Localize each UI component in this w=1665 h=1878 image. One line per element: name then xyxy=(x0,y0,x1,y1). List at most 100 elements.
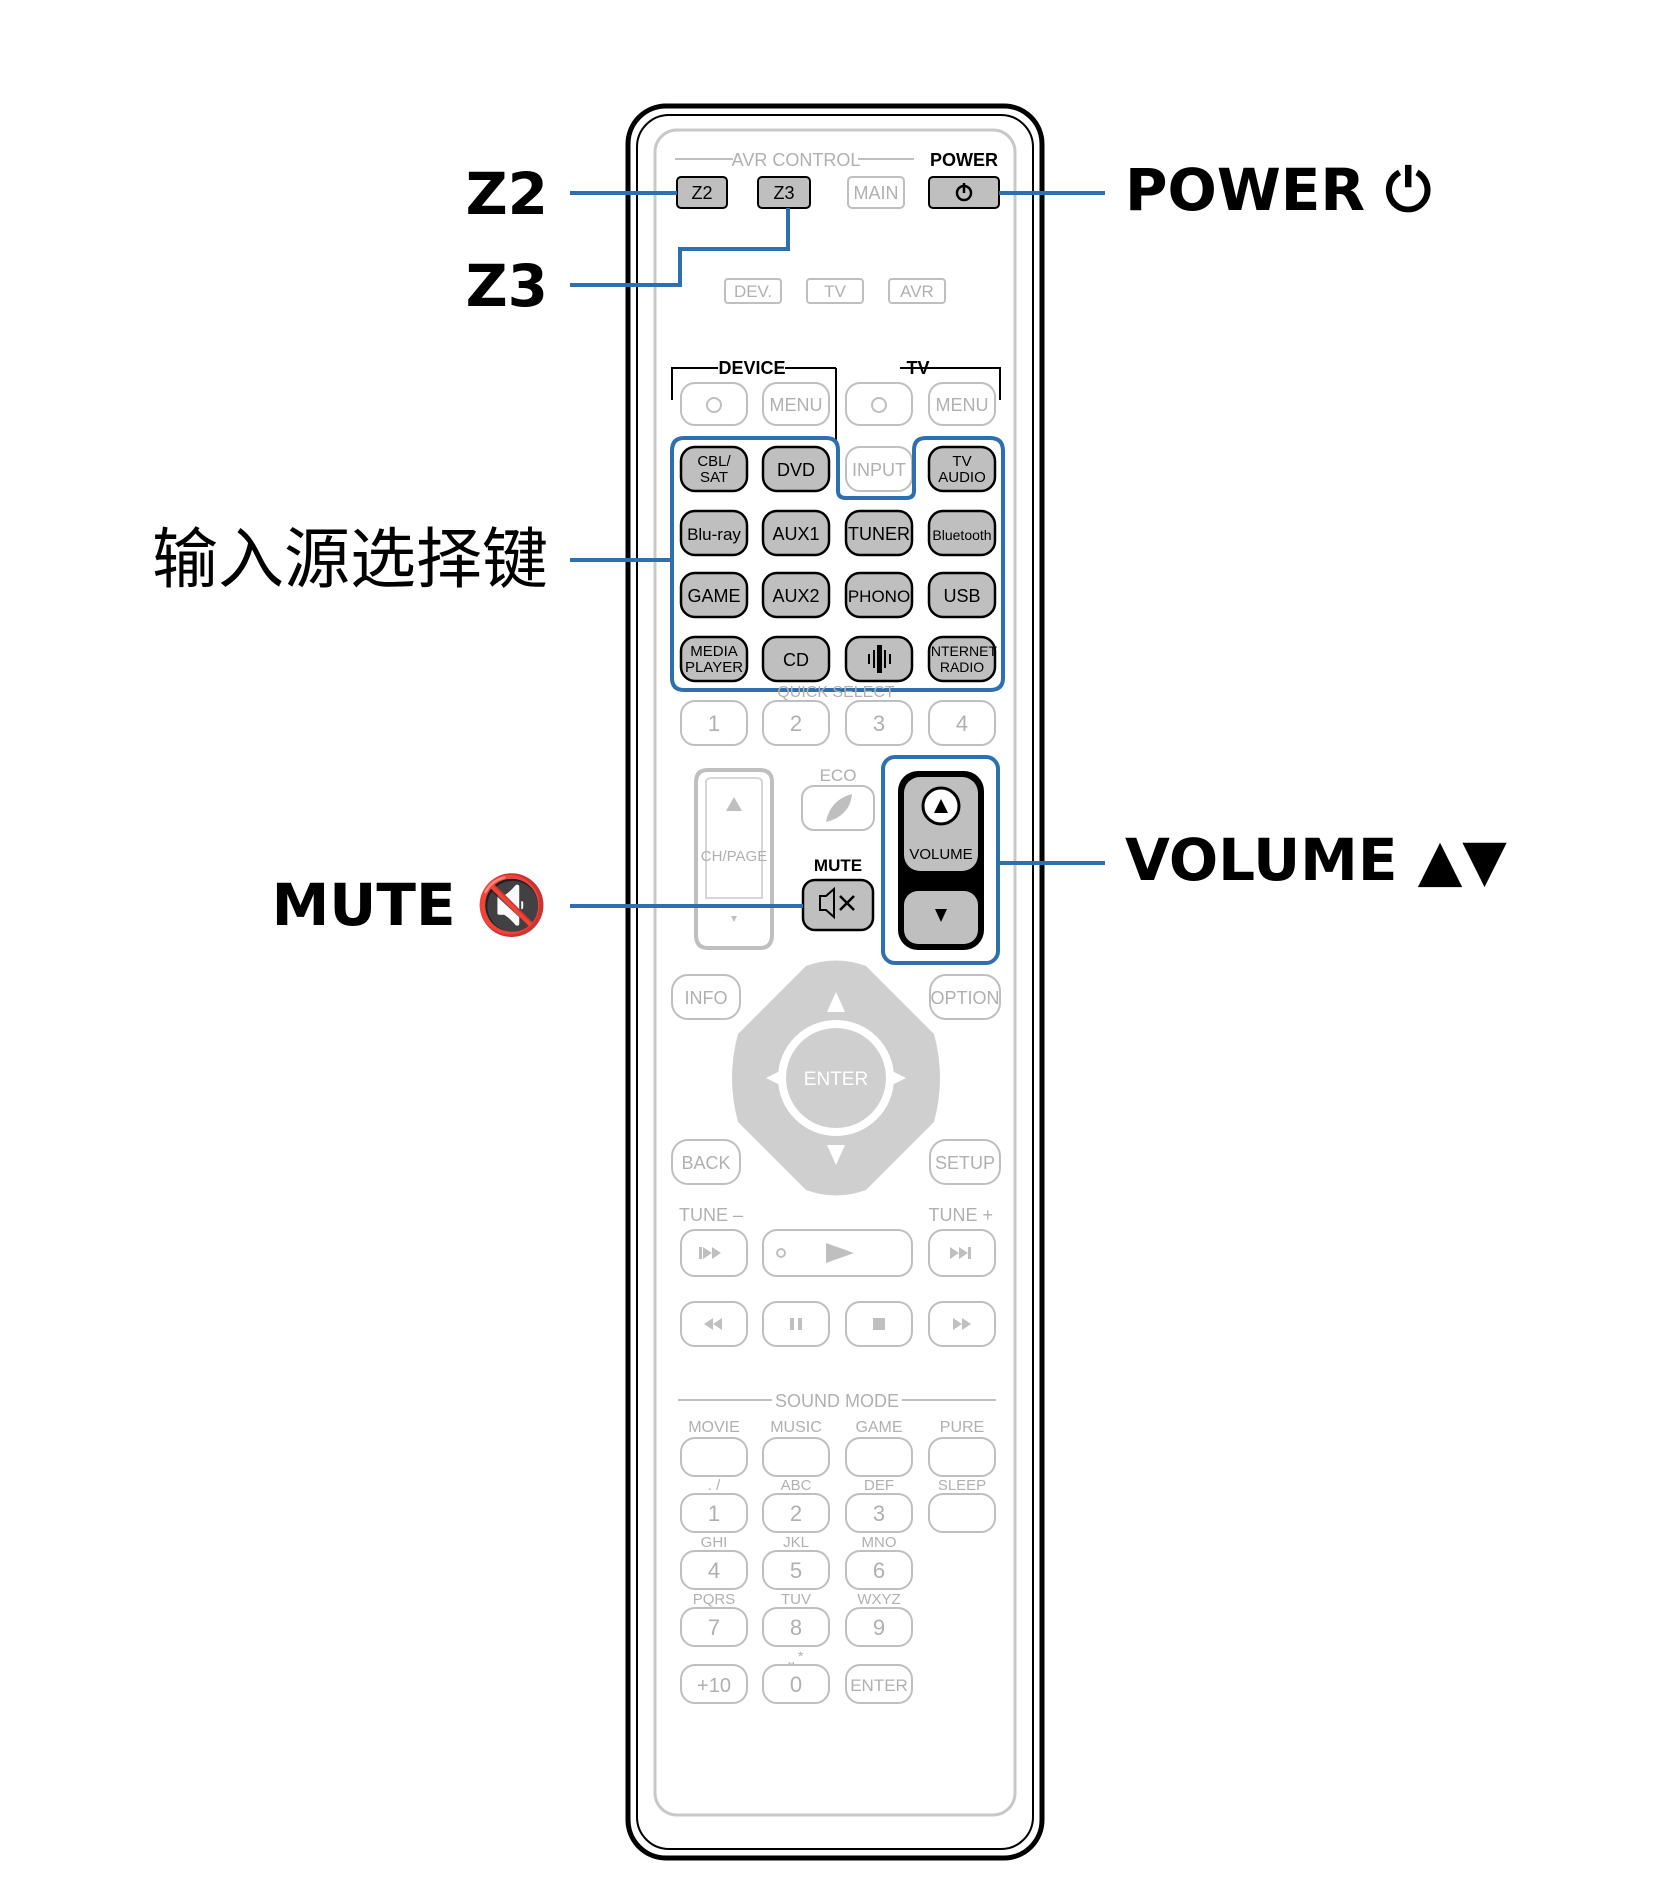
svg-text:PLAYER: PLAYER xyxy=(685,659,743,676)
svg-text:4: 4 xyxy=(708,1558,720,1583)
tune-minus-label: TUNE – xyxy=(679,1205,743,1225)
keypad-enter-button[interactable] xyxy=(845,1664,913,1704)
tv-audio-button[interactable] xyxy=(927,445,997,493)
z3-leader xyxy=(570,208,790,287)
svg-text:GHI: GHI xyxy=(701,1534,728,1551)
eco-label: ECO xyxy=(820,766,857,785)
svg-text:6: 6 xyxy=(873,1558,885,1583)
z3-button[interactable] xyxy=(757,176,811,209)
power-callout: POWER ⏻ xyxy=(1125,156,1432,224)
quick-select-4[interactable] xyxy=(928,700,996,746)
key-1[interactable] xyxy=(680,1493,748,1533)
tuner-button[interactable] xyxy=(844,509,914,557)
option-button[interactable] xyxy=(929,974,1001,1020)
z2-button-label: Z2 xyxy=(691,183,712,203)
info-button[interactable] xyxy=(671,974,741,1020)
mute-button[interactable] xyxy=(801,878,875,932)
key-9[interactable] xyxy=(845,1607,913,1647)
key-3[interactable] xyxy=(845,1493,913,1533)
media-player-button[interactable] xyxy=(679,635,749,683)
key-7[interactable] xyxy=(680,1607,748,1647)
main-button[interactable] xyxy=(847,176,905,209)
svg-text:. /: . / xyxy=(708,1477,721,1494)
svg-text:GAME: GAME xyxy=(855,1419,902,1436)
svg-text:PURE: PURE xyxy=(940,1419,984,1436)
dev-button[interactable] xyxy=(724,278,782,304)
skip-back-icon xyxy=(699,1247,721,1259)
quick-select-label: QUICK SELECT xyxy=(777,684,895,701)
svg-text:2: 2 xyxy=(790,711,802,736)
enter-button[interactable] xyxy=(786,1028,886,1128)
cbl-sat-button[interactable] xyxy=(679,445,749,493)
svg-text:7: 7 xyxy=(708,1615,720,1640)
svg-text:SETUP: SETUP xyxy=(935,1153,995,1173)
blu-ray-button[interactable] xyxy=(679,509,749,557)
svg-text:TUNER: TUNER xyxy=(848,524,910,544)
svg-text:DVD: DVD xyxy=(777,460,815,480)
cd-button[interactable] xyxy=(761,635,831,683)
leaf-icon xyxy=(826,794,852,822)
usb-button[interactable] xyxy=(927,571,997,619)
phono-button[interactable] xyxy=(844,571,914,619)
back-button[interactable] xyxy=(671,1139,741,1185)
cbl-label: CBL/ xyxy=(697,453,731,470)
key-2[interactable] xyxy=(762,1493,830,1533)
key-8[interactable] xyxy=(762,1607,830,1647)
tv-mode-button[interactable] xyxy=(806,278,864,304)
game-mode-button[interactable] xyxy=(845,1437,913,1477)
key-5[interactable] xyxy=(762,1550,830,1590)
svg-text:CD: CD xyxy=(783,650,809,670)
bluetooth-button[interactable] xyxy=(927,509,997,557)
ch-page-label: CH/PAGE xyxy=(701,848,767,865)
quick-select-2[interactable] xyxy=(762,700,830,746)
key-0[interactable] xyxy=(762,1664,830,1704)
svg-text:PHONO: PHONO xyxy=(848,587,910,606)
svg-text:INFO: INFO xyxy=(685,988,728,1008)
svg-text:Blu-ray: Blu-ray xyxy=(687,525,741,544)
svg-text:MENU: MENU xyxy=(936,395,989,415)
svg-text:MENU: MENU xyxy=(770,395,823,415)
quick-select-3[interactable] xyxy=(845,700,913,746)
svg-text:WXYZ: WXYZ xyxy=(857,1591,900,1608)
aux2-button[interactable] xyxy=(761,571,831,619)
input-source-callout: 输入源选择键 xyxy=(152,521,548,598)
tv-power-button[interactable] xyxy=(845,382,913,426)
internet-radio-button[interactable] xyxy=(927,635,997,683)
game-button[interactable] xyxy=(679,571,749,619)
avr-control-label: AVR CONTROL xyxy=(732,150,861,170)
key-4[interactable] xyxy=(680,1550,748,1590)
key-6[interactable] xyxy=(845,1550,913,1590)
movie-button[interactable] xyxy=(680,1437,748,1477)
stop-icon xyxy=(873,1318,885,1330)
quick-select-1[interactable] xyxy=(680,700,748,746)
dvd-button[interactable] xyxy=(761,445,831,493)
svg-text:8: 8 xyxy=(790,1615,802,1640)
avr-mode-button[interactable] xyxy=(888,278,946,304)
pause-icon xyxy=(790,1318,802,1330)
svg-text:OPTION: OPTION xyxy=(930,988,999,1008)
device-power-button[interactable] xyxy=(680,382,748,426)
setup-button[interactable] xyxy=(929,1139,1001,1185)
pure-button[interactable] xyxy=(928,1437,996,1477)
tv-menu-button[interactable] xyxy=(928,382,996,426)
svg-text:AUX1: AUX1 xyxy=(772,524,819,544)
volume-highlight xyxy=(881,755,1000,965)
aux1-button[interactable] xyxy=(761,509,831,557)
skip-forward-icon xyxy=(950,1247,971,1259)
music-button[interactable] xyxy=(762,1437,830,1477)
z3-callout: Z3 xyxy=(465,252,548,320)
svg-text:AUX2: AUX2 xyxy=(772,586,819,606)
svg-text:MEDIA: MEDIA xyxy=(690,643,738,660)
svg-text:ABC: ABC xyxy=(781,1477,812,1494)
pause-button[interactable] xyxy=(762,1301,830,1347)
device-menu-button[interactable] xyxy=(762,382,830,426)
svg-text:BACK: BACK xyxy=(681,1153,730,1173)
volume-label: VOLUME xyxy=(909,846,972,863)
play-icon xyxy=(826,1243,854,1263)
sleep-button[interactable] xyxy=(928,1493,996,1533)
plus10-button[interactable] xyxy=(680,1664,748,1704)
svg-text:INTERNET: INTERNET xyxy=(927,643,997,659)
svg-text:3: 3 xyxy=(873,1501,885,1526)
svg-text:0: 0 xyxy=(790,1672,802,1697)
